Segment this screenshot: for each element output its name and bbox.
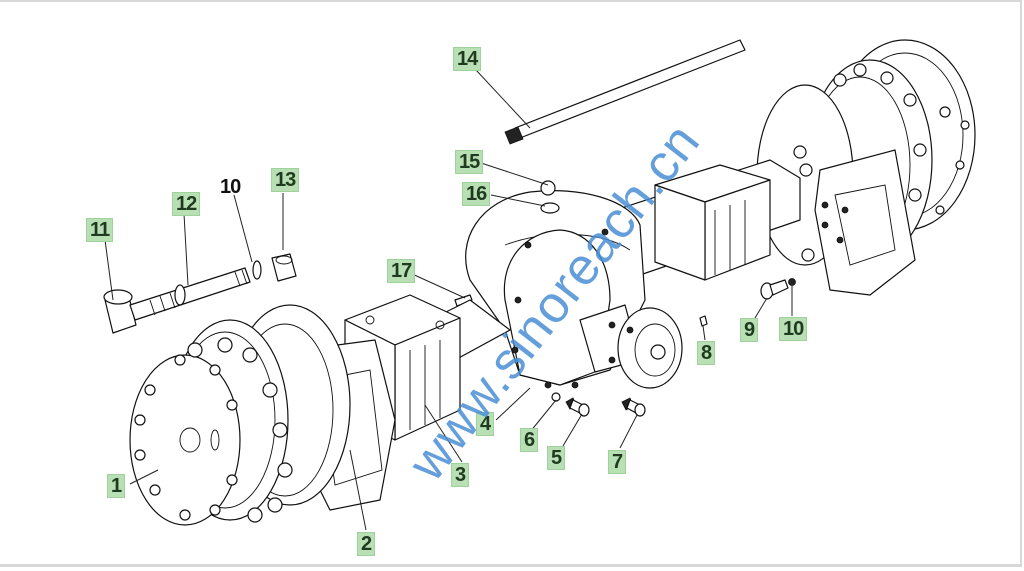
left-hub-bolts: [134, 337, 293, 523]
differential-housing: [454, 180, 683, 389]
left-wheel-end: [129, 304, 396, 526]
callout-7: 7: [608, 450, 627, 474]
callout-4: 4: [476, 412, 495, 436]
callout-10-left: 10: [220, 175, 241, 198]
callout-2: 2: [357, 532, 376, 556]
callout-17: 17: [387, 259, 416, 283]
callout-8: 8: [697, 341, 716, 365]
half-shaft: [504, 39, 746, 145]
callout-9: 9: [740, 318, 759, 342]
callout-12: 12: [172, 192, 201, 216]
callout-5: 5: [547, 446, 566, 470]
callout-13: 13: [271, 168, 300, 192]
right-axle-tube: [599, 159, 801, 281]
right-wheel-end: [756, 39, 976, 296]
leader-lines: [104, 69, 793, 531]
right-hub-bolts: [793, 63, 970, 262]
callout-6: 6: [520, 428, 539, 452]
housing-bolts: [511, 228, 634, 389]
callout-11: 11: [86, 218, 114, 242]
callout-3: 3: [451, 463, 470, 487]
callout-14: 14: [453, 47, 482, 71]
callout-1: 1: [107, 474, 126, 498]
callout-10-right: 10: [779, 317, 808, 341]
loose-hardware: [551, 278, 796, 417]
callout-15: 15: [455, 150, 484, 174]
callout-16: 16: [462, 182, 491, 206]
breather-parts: [103, 253, 297, 334]
